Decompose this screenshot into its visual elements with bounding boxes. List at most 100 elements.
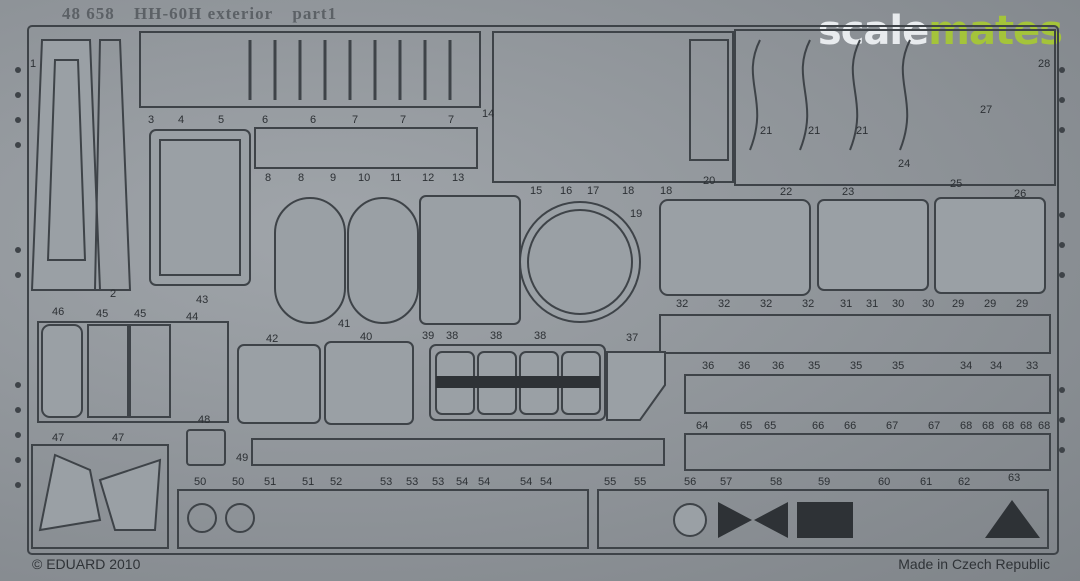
- part-label-18b: 18: [660, 185, 673, 197]
- part-label-13: 13: [452, 172, 465, 184]
- part-label-29b: 29: [984, 298, 997, 310]
- part-label-36a: 36: [702, 360, 715, 372]
- part-label-28: 28: [1038, 58, 1051, 70]
- spike-row: [248, 40, 452, 100]
- hose-2: [799, 39, 811, 151]
- part-label-27: 27: [980, 104, 993, 116]
- part-label-54c: 54: [520, 476, 533, 488]
- parts-3-7: [139, 31, 481, 108]
- parts-44-46: [37, 321, 229, 423]
- part-label-68d: 68: [1020, 420, 1033, 432]
- part-label-55b: 55: [634, 476, 647, 488]
- part-46: [41, 324, 83, 418]
- hose-4: [899, 39, 911, 151]
- part-label-8a: 8: [265, 172, 272, 184]
- part-label-59: 59: [818, 476, 831, 488]
- part-label-21b: 21: [808, 125, 821, 137]
- parts-64-68: [684, 433, 1051, 471]
- part-43: [149, 129, 251, 286]
- part-label-64: 64: [696, 420, 709, 432]
- part-label-3: 3: [148, 114, 155, 126]
- part-19: [519, 201, 641, 323]
- part-26: [934, 197, 1046, 294]
- origin-text: Made in Czech Republic: [898, 556, 1050, 572]
- hatch-band: [436, 376, 600, 388]
- copyright-text: © EDUARD 2010: [32, 556, 141, 572]
- part-label-65a: 65: [740, 420, 753, 432]
- part-label-7a: 7: [352, 114, 359, 126]
- part-label-53c: 53: [432, 476, 445, 488]
- part-41a: [274, 197, 346, 324]
- part-39: [419, 195, 521, 325]
- part-label-35a: 35: [808, 360, 821, 372]
- part-49: [251, 438, 665, 466]
- part-59: [797, 502, 853, 538]
- part-label-32b: 32: [718, 298, 731, 310]
- parts-8-13: [254, 127, 478, 169]
- part-label-23: 23: [842, 186, 855, 198]
- part-label-16: 16: [560, 185, 573, 197]
- part-label-44: 44: [186, 311, 199, 323]
- part-label-47b: 47: [112, 432, 125, 444]
- part-47a: [38, 453, 102, 532]
- part-label-22: 22: [780, 186, 793, 198]
- side-tabs: [15, 67, 1065, 488]
- part-20-grid: [689, 39, 729, 161]
- part-label-29a: 29: [952, 298, 965, 310]
- set-part: part1: [292, 4, 338, 23]
- part-label-25: 25: [950, 178, 963, 190]
- part-label-68b: 68: [982, 420, 995, 432]
- part-label-58: 58: [770, 476, 783, 488]
- parts-55-63: [597, 489, 1049, 549]
- part-63: [985, 500, 1040, 538]
- part-label-68c: 68: [1002, 420, 1015, 432]
- part-label-45b: 45: [134, 308, 147, 320]
- part-label-31a: 31: [840, 298, 853, 310]
- fret-frame: [27, 25, 1059, 555]
- part-label-39: 39: [422, 330, 435, 342]
- part-label-67a: 67: [886, 420, 899, 432]
- part-label-15: 15: [530, 185, 543, 197]
- part-label-53a: 53: [380, 476, 393, 488]
- part-label-6a: 6: [262, 114, 269, 126]
- part-48: [186, 429, 226, 466]
- part-label-5: 5: [218, 114, 225, 126]
- part-label-32a: 32: [676, 298, 689, 310]
- part-label-63: 63: [1008, 472, 1021, 484]
- part-label-57: 57: [720, 476, 733, 488]
- part-label-48: 48: [198, 414, 211, 426]
- part-56: [673, 503, 707, 537]
- part-label-49: 49: [236, 452, 249, 464]
- part-label-10: 10: [358, 172, 371, 184]
- part-1-inner: [46, 59, 87, 261]
- part-label-52: 52: [330, 476, 343, 488]
- part-label-61: 61: [920, 476, 933, 488]
- part-label-30a: 30: [892, 298, 905, 310]
- part-41b: [347, 197, 419, 324]
- part-label-21c: 21: [856, 125, 869, 137]
- parts-14-20: [492, 31, 734, 183]
- part-label-8b: 8: [298, 172, 305, 184]
- part-label-24: 24: [898, 158, 911, 170]
- part-label-32d: 32: [802, 298, 815, 310]
- part-45a: [87, 324, 129, 418]
- part-40: [324, 341, 414, 425]
- part-label-54b: 54: [478, 476, 491, 488]
- part-label-54d: 54: [540, 476, 553, 488]
- part-label-46: 46: [52, 306, 65, 318]
- part-label-53b: 53: [406, 476, 419, 488]
- part-label-43: 43: [196, 294, 209, 306]
- part-43-inner: [159, 139, 241, 276]
- part-label-65b: 65: [764, 420, 777, 432]
- hose-1: [749, 39, 761, 151]
- part-label-32c: 32: [760, 298, 773, 310]
- part-label-36b: 36: [738, 360, 751, 372]
- part-label-40: 40: [360, 331, 373, 343]
- part-57b: [754, 502, 788, 538]
- part-label-35b: 35: [850, 360, 863, 372]
- part-label-34a: 34: [960, 360, 973, 372]
- part-label-14: 14: [482, 108, 495, 120]
- part-label-2: 2: [110, 288, 117, 300]
- part-label-68e: 68: [1038, 420, 1051, 432]
- part-label-20: 20: [703, 175, 716, 187]
